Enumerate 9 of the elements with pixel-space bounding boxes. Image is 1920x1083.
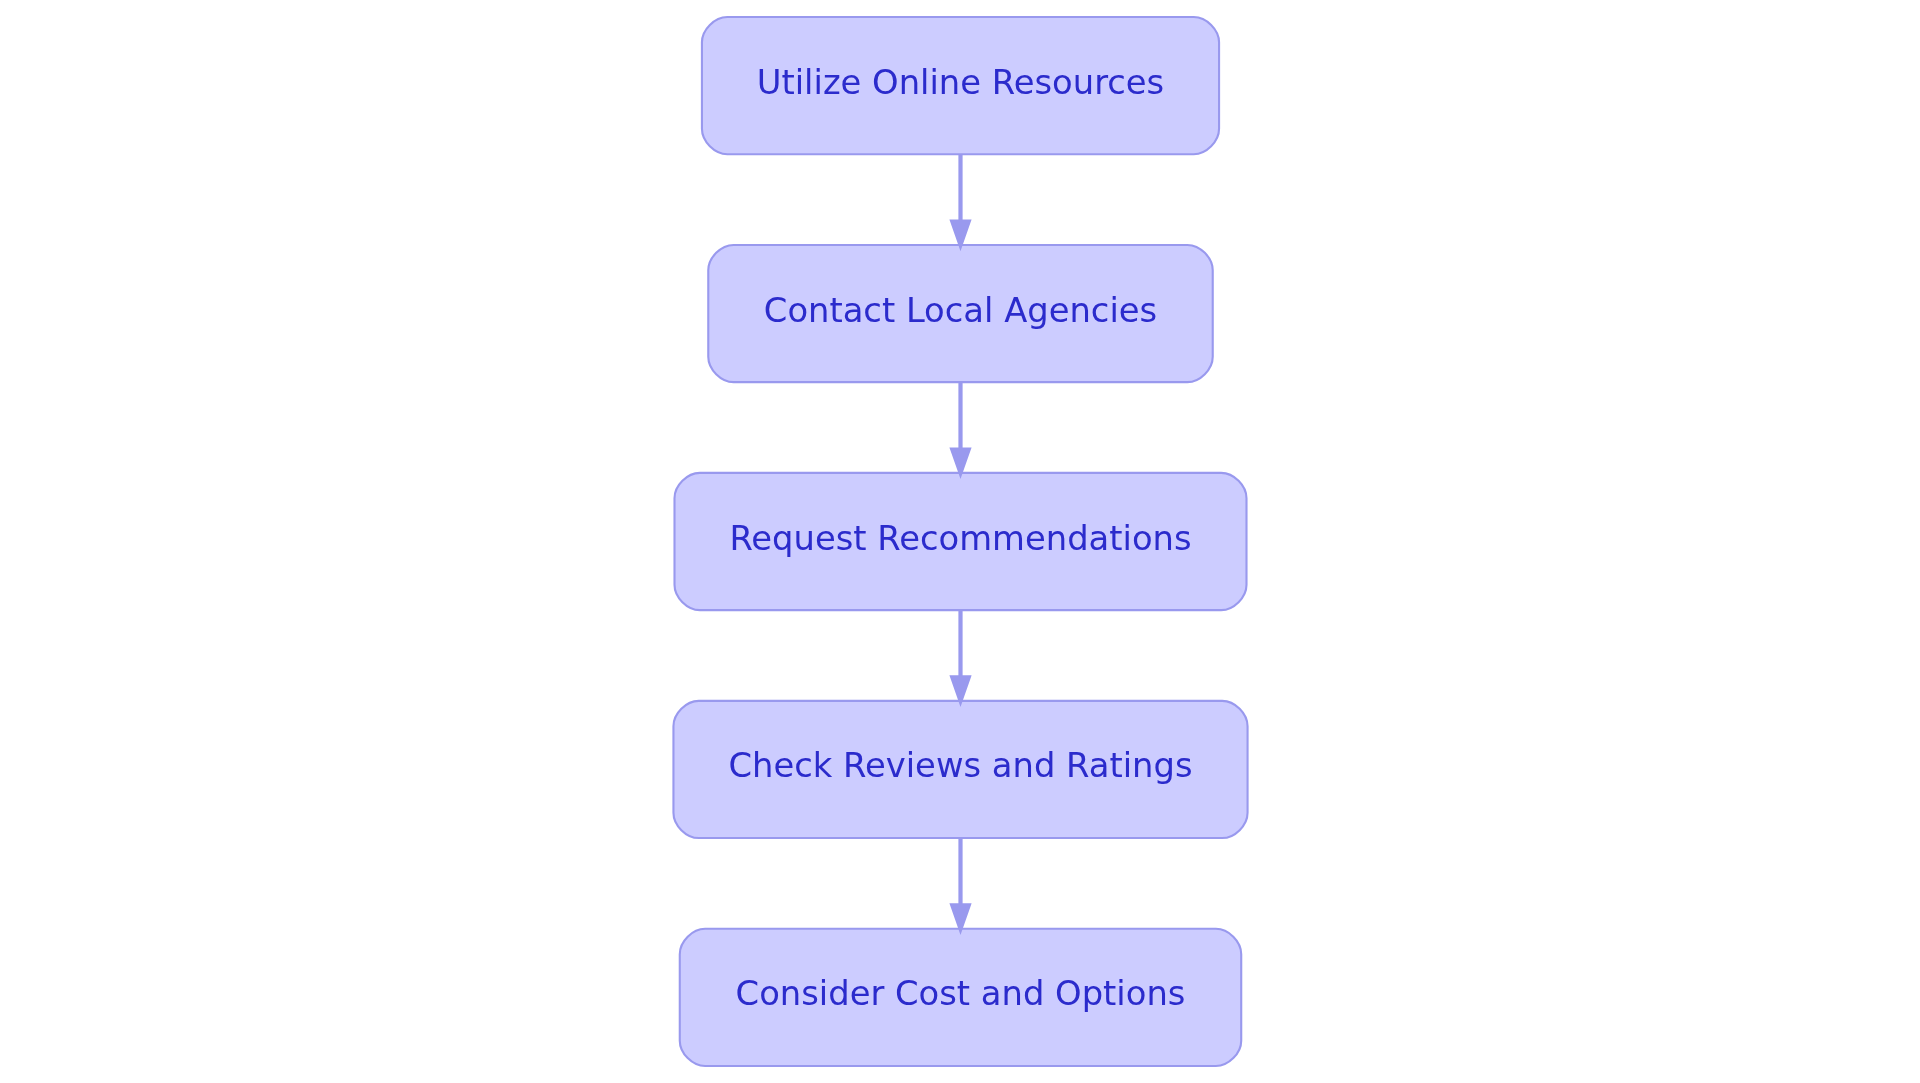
arrow <box>948 610 972 708</box>
node-box: Utilize Online Resources <box>700 15 1220 156</box>
node-box: Check Reviews and Ratings <box>671 699 1249 840</box>
arrow <box>948 838 972 936</box>
arrow <box>948 382 972 480</box>
node-box: Consider Cost and Options <box>678 927 1242 1068</box>
node-box: Request Recommendations <box>672 471 1248 612</box>
node-box: Contact Local Agencies <box>706 243 1214 384</box>
arrow <box>948 154 972 252</box>
